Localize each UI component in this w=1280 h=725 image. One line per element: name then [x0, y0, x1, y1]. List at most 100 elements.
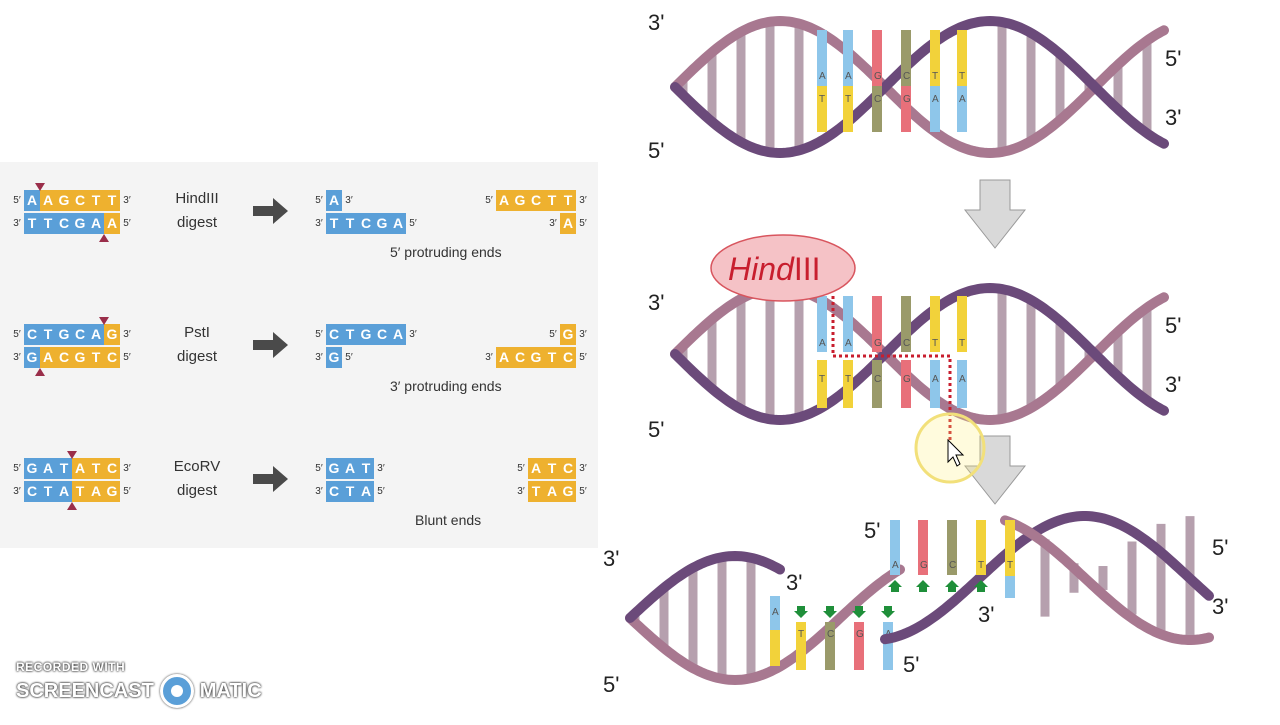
cut-site-marker: [67, 502, 77, 510]
helix-base-bottom: T: [819, 374, 825, 385]
nucleotide: G: [56, 189, 72, 211]
helix-base-top: T: [959, 71, 965, 82]
strand-end-label: 5': [603, 672, 619, 697]
end-label: 5′: [579, 351, 587, 363]
strand-end-label: 5': [648, 138, 664, 163]
end-label: 3′: [315, 217, 323, 229]
helix-base-bottom: G: [903, 374, 911, 385]
strand-end-label: 5': [903, 652, 919, 677]
nucleotide: C: [56, 212, 72, 234]
nucleotide-bar: [1005, 576, 1015, 598]
digest-arrow-icon: [253, 198, 288, 224]
strand-end-label: 3': [1165, 372, 1181, 397]
end-label: 5′: [315, 462, 323, 474]
end-label: 3′: [123, 328, 131, 340]
pairing-arrow-icon: [794, 606, 808, 618]
nucleotide: T: [24, 212, 40, 234]
nucleotide: G: [326, 346, 342, 368]
end-label: 3′: [315, 485, 323, 497]
strand-end-label: 3': [1165, 105, 1181, 130]
nucleotide-bar: [854, 622, 864, 670]
end-label: 3′: [517, 485, 525, 497]
helix-base-bottom: A: [959, 94, 966, 105]
nucleotide: C: [560, 346, 576, 368]
hindiii-italic: Hind: [728, 251, 795, 287]
fragment-base: C: [827, 629, 834, 640]
cursor-icon: [947, 438, 965, 467]
end-label: 5′: [123, 351, 131, 363]
nucleotide: A: [40, 189, 56, 211]
watermark-screencast: SCREENCAST: [16, 679, 154, 702]
backbone-strand: [1000, 515, 1214, 645]
nucleotide-bar: [930, 360, 940, 408]
nucleotide-bar: [796, 622, 806, 670]
nucleotide: A: [358, 480, 374, 502]
nucleotide: T: [72, 480, 88, 502]
nucleotide: C: [528, 189, 544, 211]
top-dna-helix: [670, 15, 1169, 159]
nucleotide: G: [56, 323, 72, 345]
nucleotide: C: [104, 457, 120, 479]
strand-end-label: 5': [1165, 46, 1181, 71]
nucleotide-bar: [957, 360, 967, 408]
backbone-strand: [625, 550, 785, 623]
nucleotide: T: [544, 346, 560, 368]
fragment-base: T: [978, 560, 984, 571]
nucleotide-bar: [947, 520, 957, 575]
nucleotide: G: [104, 480, 120, 502]
end-label: 5′: [123, 217, 131, 229]
nucleotide-bar: [817, 86, 827, 132]
helix-base-top: T: [932, 338, 938, 349]
nucleotide: G: [24, 457, 40, 479]
nucleotide: C: [358, 212, 374, 234]
nucleotide-bar: [901, 360, 911, 408]
nucleotide: C: [326, 323, 342, 345]
enzyme-action: digest: [176, 214, 218, 231]
nucleotide: C: [512, 346, 528, 368]
nucleotide-bar: [770, 630, 780, 666]
nucleotide: A: [24, 189, 40, 211]
helix-base-top: T: [959, 338, 965, 349]
end-label: 3′: [377, 462, 385, 474]
nucleotide: T: [40, 323, 56, 345]
enzyme-name: EcoRV: [173, 458, 221, 475]
nucleotide: G: [560, 480, 576, 502]
nucleotide: G: [104, 323, 120, 345]
nucleotide: A: [88, 480, 104, 502]
end-label: 3′: [123, 194, 131, 206]
backbone-strand: [880, 511, 1214, 645]
nucleotide-bar: [872, 296, 882, 352]
ecorv-caption: Blunt ends: [415, 512, 482, 528]
pairing-arrow-icon: [888, 580, 902, 592]
nucleotide-bar: [843, 86, 853, 132]
fragment-base: T: [1007, 560, 1013, 571]
nucleotide: T: [40, 212, 56, 234]
nucleotide-bar: [817, 296, 827, 352]
pairing-arrow-icon: [945, 580, 959, 592]
end-label: 5′: [13, 462, 21, 474]
helix-base-top: C: [903, 338, 910, 349]
strand-end-label: 5': [864, 518, 880, 543]
end-label: 3′: [315, 351, 323, 363]
cut-site-marker: [67, 451, 77, 459]
backbone-strand: [670, 282, 1169, 426]
nucleotide: G: [24, 346, 40, 368]
nucleotide: T: [342, 323, 358, 345]
hindiii-label: HindIII: [728, 251, 820, 287]
nucleotide: A: [88, 212, 104, 234]
nucleotide: A: [40, 346, 56, 368]
cut-line: [831, 296, 952, 440]
